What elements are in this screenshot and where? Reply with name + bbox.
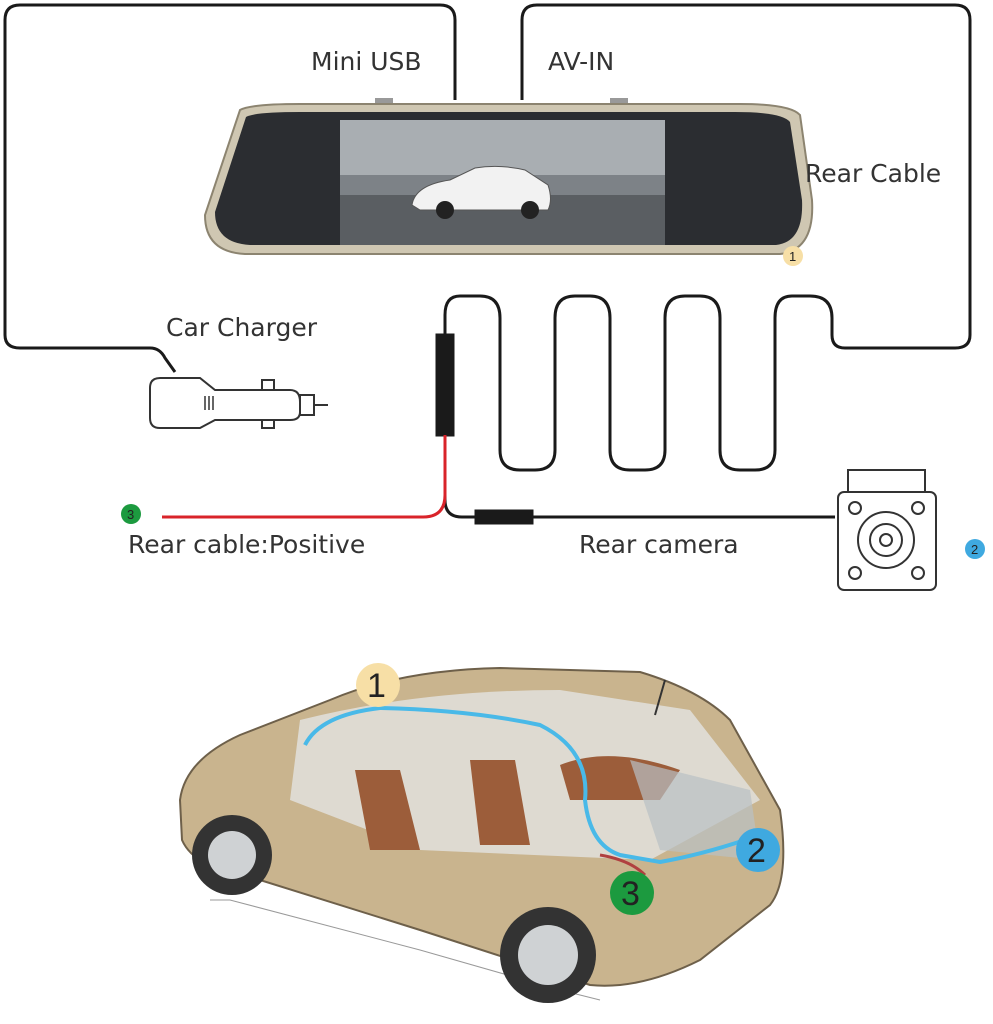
car-on-screen	[411, 165, 551, 211]
svg-text:2: 2	[971, 542, 978, 557]
car-marker-2: 2	[736, 828, 780, 872]
marker-2: 2	[965, 539, 985, 559]
car-marker-3: 3	[610, 871, 654, 915]
rear-cable-label: Rear Cable	[805, 159, 941, 188]
marker-1: 1	[783, 246, 803, 266]
svg-text:3: 3	[621, 875, 640, 913]
svg-text:1: 1	[367, 667, 386, 705]
av-in-label: AV-IN	[548, 47, 614, 76]
marker-3: 3	[121, 504, 141, 524]
mini-usb-cable	[3, 3, 457, 373]
wiring	[3, 3, 972, 525]
car-cutaway-illustration: 1 2 3	[178, 663, 785, 1003]
mirror-dashcam	[203, 98, 814, 255]
positive-wire	[162, 435, 447, 519]
mini-usb-label: Mini USB	[311, 47, 422, 76]
rear-cable-positive-label: Rear cable:Positive	[128, 530, 365, 559]
rear-camera-label: Rear camera	[579, 530, 739, 559]
cable-connector	[435, 333, 455, 437]
car-charger-label: Car Charger	[166, 313, 318, 342]
svg-text:3: 3	[127, 507, 134, 522]
car-charger-icon	[149, 377, 328, 429]
svg-text:1: 1	[789, 249, 796, 264]
av-in-cable	[443, 3, 972, 519]
rear-camera-icon	[837, 469, 937, 591]
cable-route	[303, 705, 746, 865]
svg-text:2: 2	[747, 832, 766, 870]
car-marker-1: 1	[356, 663, 400, 707]
camera-connector	[474, 509, 534, 525]
